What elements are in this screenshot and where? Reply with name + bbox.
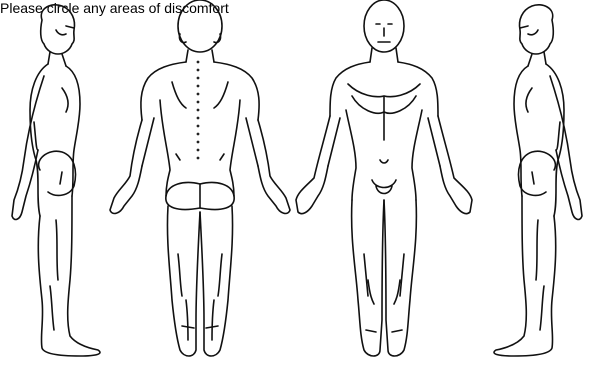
body-front-icon[interactable] <box>296 0 472 356</box>
body-back-icon[interactable] <box>110 0 290 356</box>
body-side-left-icon[interactable] <box>12 5 100 356</box>
body-side-right-icon[interactable] <box>494 5 582 356</box>
spine-dots <box>197 61 200 160</box>
